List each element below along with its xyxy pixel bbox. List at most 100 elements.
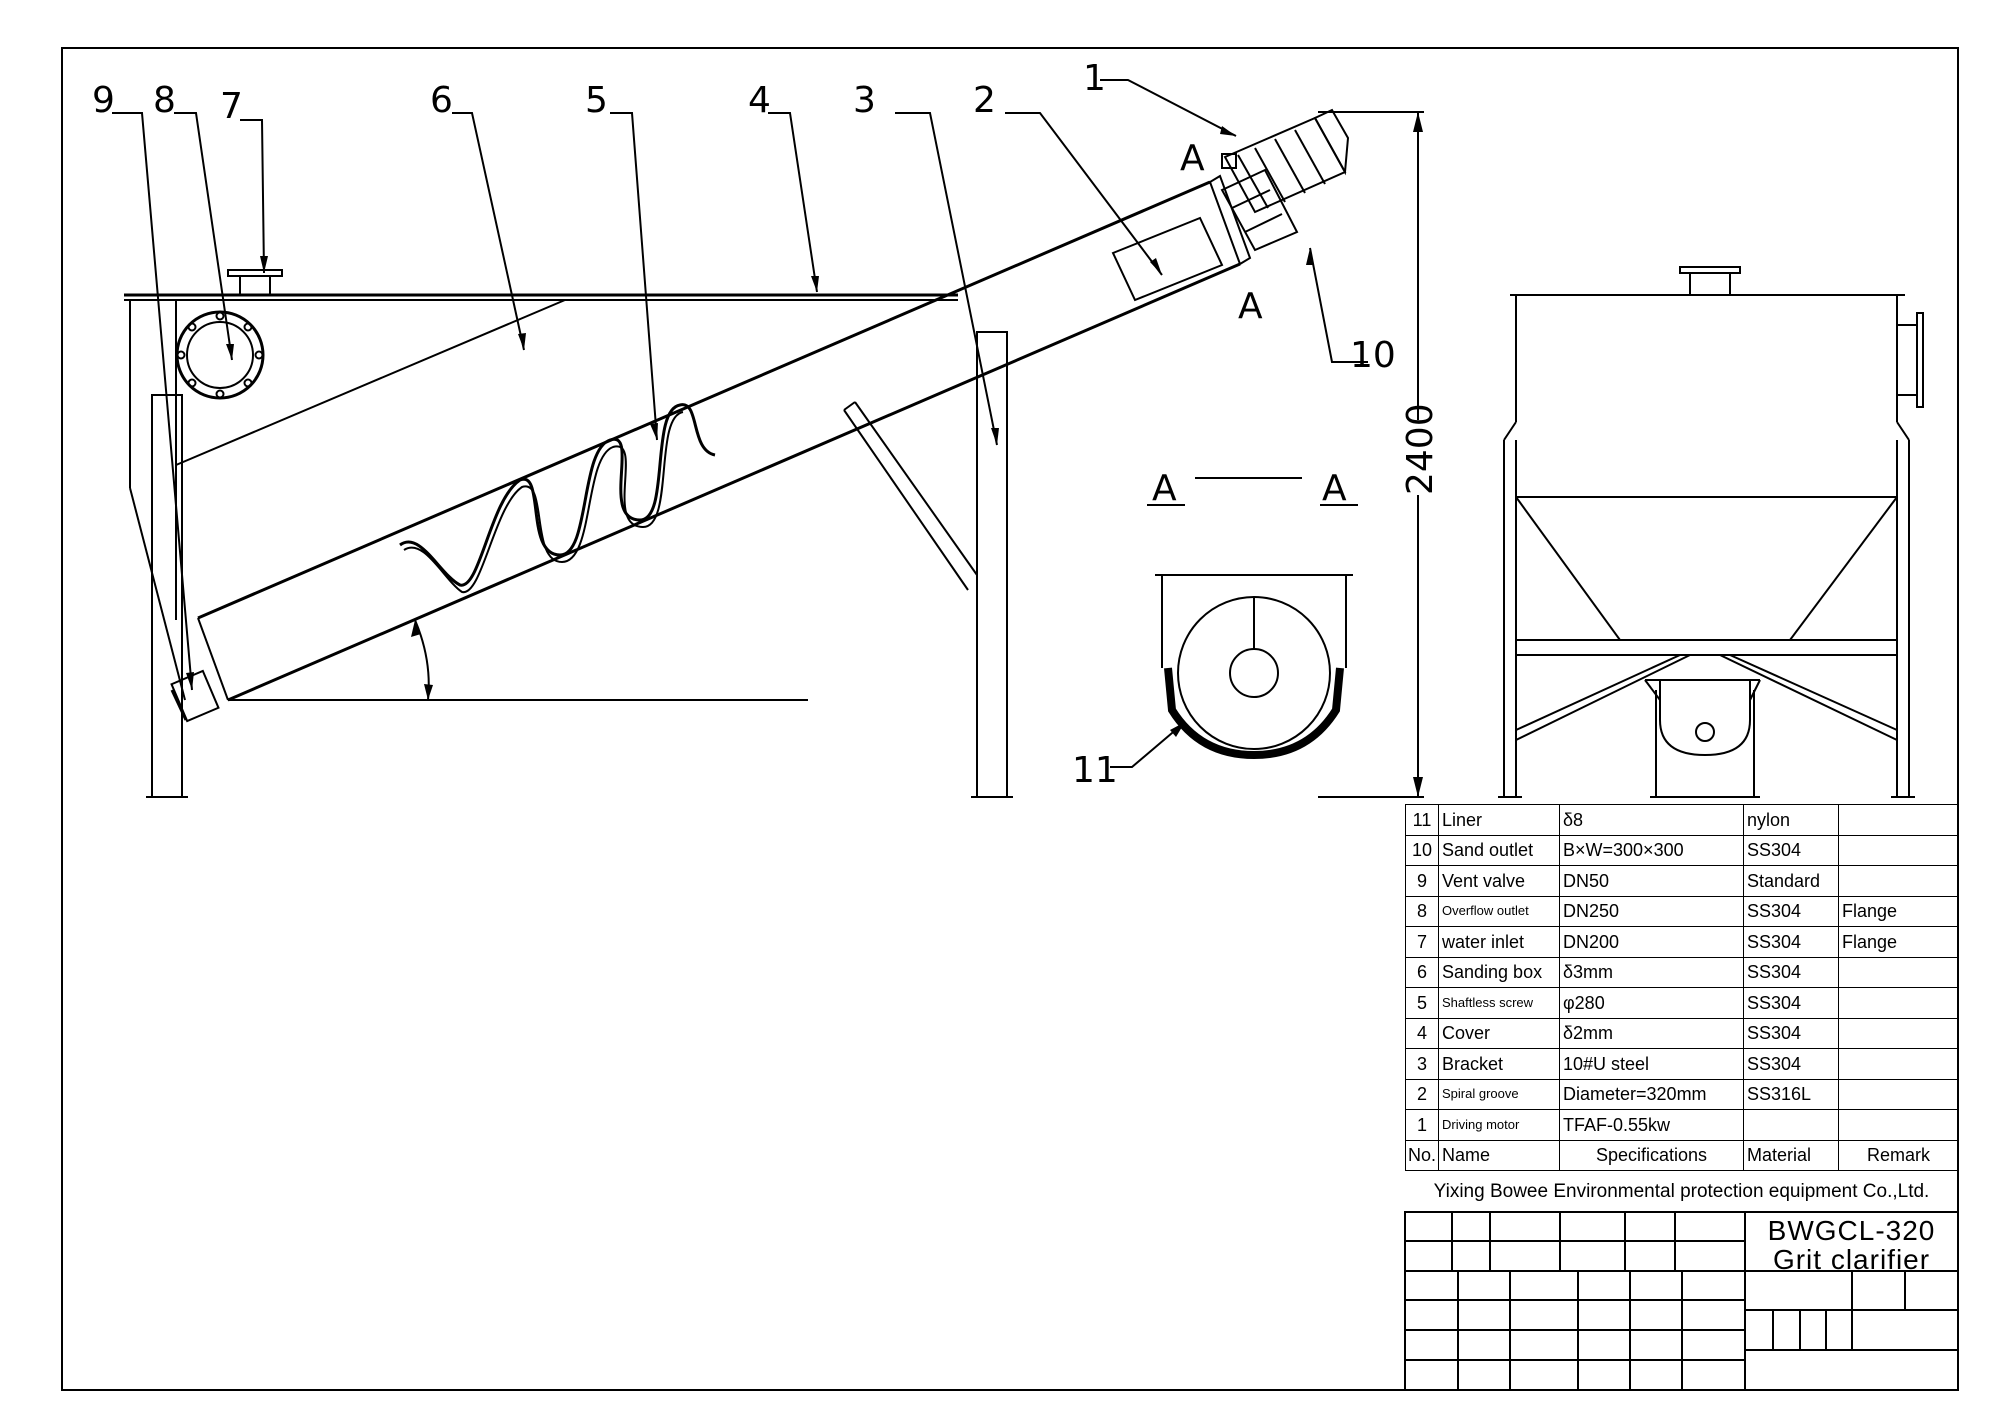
row-name: Vent valve	[1438, 865, 1560, 897]
row-name: Spiral groove	[1438, 1078, 1560, 1110]
row-remark	[1838, 865, 1959, 897]
section-title-right: A	[1322, 468, 1347, 509]
company-name: Yixing Bowee Environmental protection eq…	[1433, 1181, 1930, 1202]
callout-2: 2	[973, 80, 996, 121]
row-no: 4	[1405, 1017, 1439, 1049]
row-name: Cover	[1438, 1017, 1560, 1049]
row-no: 9	[1405, 865, 1439, 897]
drawing-border	[61, 47, 1959, 1391]
callout-11: 11	[1072, 750, 1118, 791]
row-remark	[1838, 956, 1959, 988]
row-no: 8	[1405, 895, 1439, 927]
callout-5: 5	[585, 80, 608, 121]
row-spec: δ2mm	[1559, 1017, 1744, 1049]
row-spec: δ8	[1559, 804, 1744, 836]
row-material: Standard	[1743, 865, 1839, 897]
header-material: Material	[1743, 1139, 1839, 1171]
liner	[1164, 667, 1344, 760]
row-spec: DN50	[1559, 865, 1744, 897]
row-no: 3	[1405, 1048, 1439, 1080]
row-no: 5	[1405, 987, 1439, 1019]
row-remark	[1838, 804, 1959, 836]
row-spec: DN250	[1559, 895, 1744, 927]
row-material: SS304	[1743, 926, 1839, 958]
callout-3: 3	[853, 80, 876, 121]
row-material: SS304	[1743, 1017, 1839, 1049]
row-no: 1	[1405, 1109, 1439, 1141]
row-material: SS304	[1743, 895, 1839, 927]
section-mark-bottom: A	[1238, 286, 1263, 327]
row-spec: B×W=300×300	[1559, 834, 1744, 866]
row-name: Sanding box	[1438, 956, 1560, 988]
overflow-outlet	[175, 310, 265, 400]
callout-1: 1	[1083, 58, 1106, 99]
bracket-brace	[843, 409, 969, 591]
row-name: water inlet	[1438, 926, 1560, 958]
row-spec: DN200	[1559, 926, 1744, 958]
row-material: SS304	[1743, 956, 1839, 988]
water-inlet	[239, 275, 271, 296]
model-name: Grit clarifier	[1772, 1244, 1931, 1275]
header-name: Name	[1438, 1139, 1560, 1171]
row-no: 10	[1405, 834, 1439, 866]
row-name: Bracket	[1438, 1048, 1560, 1080]
row-material: SS316L	[1743, 1078, 1839, 1110]
header-spec: Specifications	[1559, 1139, 1744, 1171]
row-spec: 10#U steel	[1559, 1048, 1744, 1080]
title-block-grid	[1404, 1211, 1959, 1391]
callout-9: 9	[92, 80, 115, 121]
row-material: SS304	[1743, 1048, 1839, 1080]
row-no: 7	[1405, 926, 1439, 958]
callout-8: 8	[153, 80, 176, 121]
header-remark: Remark	[1838, 1139, 1959, 1171]
row-name: Shaftless screw	[1438, 987, 1560, 1019]
row-name: Liner	[1438, 804, 1560, 836]
height-dimension: 2400	[1318, 111, 1441, 798]
row-remark	[1838, 1109, 1959, 1141]
section-mark-top: A	[1180, 138, 1205, 179]
table-header-row: No. Name Specifications Material Remark	[1405, 1139, 1959, 1171]
row-spec: Diameter=320mm	[1559, 1078, 1744, 1110]
row-name: Sand outlet	[1438, 834, 1560, 866]
driving-motor	[1221, 108, 1350, 214]
row-material: SS304	[1743, 834, 1839, 866]
end-view	[1498, 266, 1924, 798]
row-no: 11	[1405, 804, 1439, 836]
shaftless-screw	[399, 403, 716, 587]
dimension-2400: 2400	[1400, 403, 1441, 495]
header-no: No.	[1405, 1139, 1439, 1171]
section-view: A A	[1147, 468, 1358, 760]
row-no: 6	[1405, 956, 1439, 988]
row-material: nylon	[1743, 804, 1839, 836]
callout-10: 10	[1350, 335, 1396, 376]
model-block: BWGCL-320 Grit clarifier	[1745, 1216, 1958, 1274]
right-leg	[976, 331, 1008, 798]
row-spec: TFAF-0.55kw	[1559, 1109, 1744, 1141]
row-name: Overflow outlet	[1438, 895, 1560, 927]
row-material	[1743, 1109, 1839, 1141]
row-remark	[1838, 1048, 1959, 1080]
row-remark	[1838, 1017, 1959, 1049]
left-leg	[151, 394, 183, 798]
row-remark	[1838, 1078, 1959, 1110]
row-no: 2	[1405, 1078, 1439, 1110]
screw-tube	[197, 180, 1211, 620]
row-spec: φ280	[1559, 987, 1744, 1019]
callout-6: 6	[430, 80, 453, 121]
callout-4: 4	[748, 80, 771, 121]
side-view: A A	[124, 108, 1350, 798]
spiral-groove	[1111, 216, 1224, 302]
row-name: Driving motor	[1438, 1109, 1560, 1141]
